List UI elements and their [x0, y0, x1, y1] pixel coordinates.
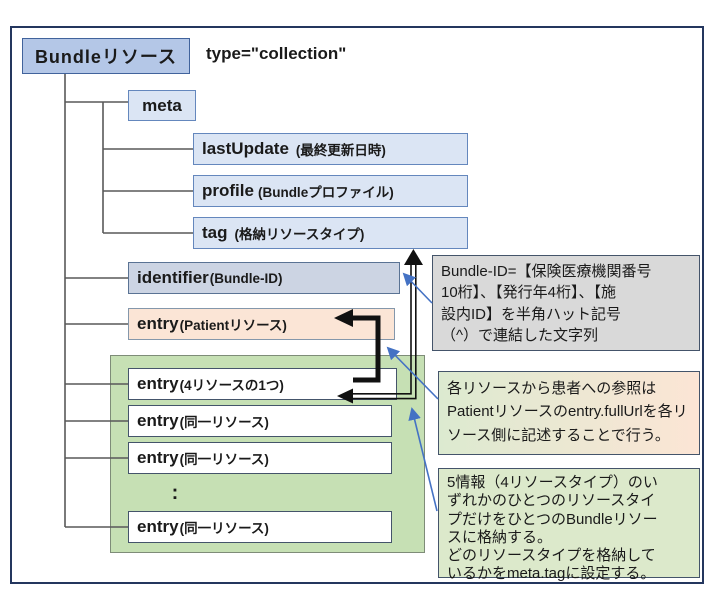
node-identifier-keyword: identifier: [137, 268, 209, 287]
type-collection-label: type="collection": [206, 44, 347, 63]
node-tag-note: (格納リソースタイプ): [234, 227, 365, 242]
note-bundle-id: Bundle-ID=【保険医療機関番号 10桁】、【発行年4桁】、【施 設内ID…: [432, 255, 700, 351]
node-bundle-resource: Bundleリソース: [22, 38, 190, 74]
note-fullurl-reference: 各リソースから患者への参照は Patientリソースのentry.fullUrl…: [438, 371, 700, 455]
node-entry-same-2: entry (同一リソース): [128, 442, 392, 474]
node-entry-patient: entry (Patientリソース): [128, 308, 395, 340]
node-entry-keyword: entry: [137, 411, 179, 430]
node-entry-same-1: entry (同一リソース): [128, 405, 392, 437]
node-profile-keyword: profile: [202, 181, 254, 200]
node-profile-note: (Bundleプロファイル): [257, 185, 394, 200]
node-meta: meta: [128, 90, 196, 121]
node-entry-keyword: entry: [137, 448, 179, 467]
node-entry-same-3: entry (同一リソース): [128, 511, 392, 543]
node-lastupdate-keyword: lastUpdate: [202, 139, 289, 158]
node-entry-note: (同一リソース): [179, 452, 269, 467]
node-tag: tag (格納リソースタイプ): [193, 217, 468, 249]
node-lastupdate: lastUpdate (最終更新日時): [193, 133, 468, 165]
node-entry-keyword: entry: [137, 517, 179, 536]
node-entry-one-of-4: entry (4リソースの1つ): [128, 368, 397, 400]
node-profile: profile (Bundleプロファイル): [193, 175, 468, 207]
node-identifier: identifier (Bundle-ID): [128, 262, 400, 294]
node-lastupdate-note: (最終更新日時): [295, 143, 386, 158]
node-tag-keyword: tag: [202, 223, 228, 242]
node-meta-label: meta: [142, 95, 182, 115]
note-five-info-rule: 5情報（4リソースタイプ）のい ずれかのひとつのリソースタイ プだけをひとつのB…: [438, 468, 700, 582]
node-entry-note: (同一リソース): [179, 415, 269, 430]
node-entry-note: (4リソースの1つ): [179, 378, 284, 393]
node-entry-patient-keyword: entry: [137, 314, 179, 333]
node-entry-keyword: entry: [137, 374, 179, 393]
node-identifier-note: (Bundle-ID): [209, 270, 283, 286]
node-entry-note: (同一リソース): [179, 521, 269, 536]
entry-ellipsis: :: [171, 481, 179, 504]
node-entry-patient-note: (Patientリソース): [179, 318, 287, 333]
node-bundle-resource-label: Bundleリソース: [34, 47, 178, 67]
